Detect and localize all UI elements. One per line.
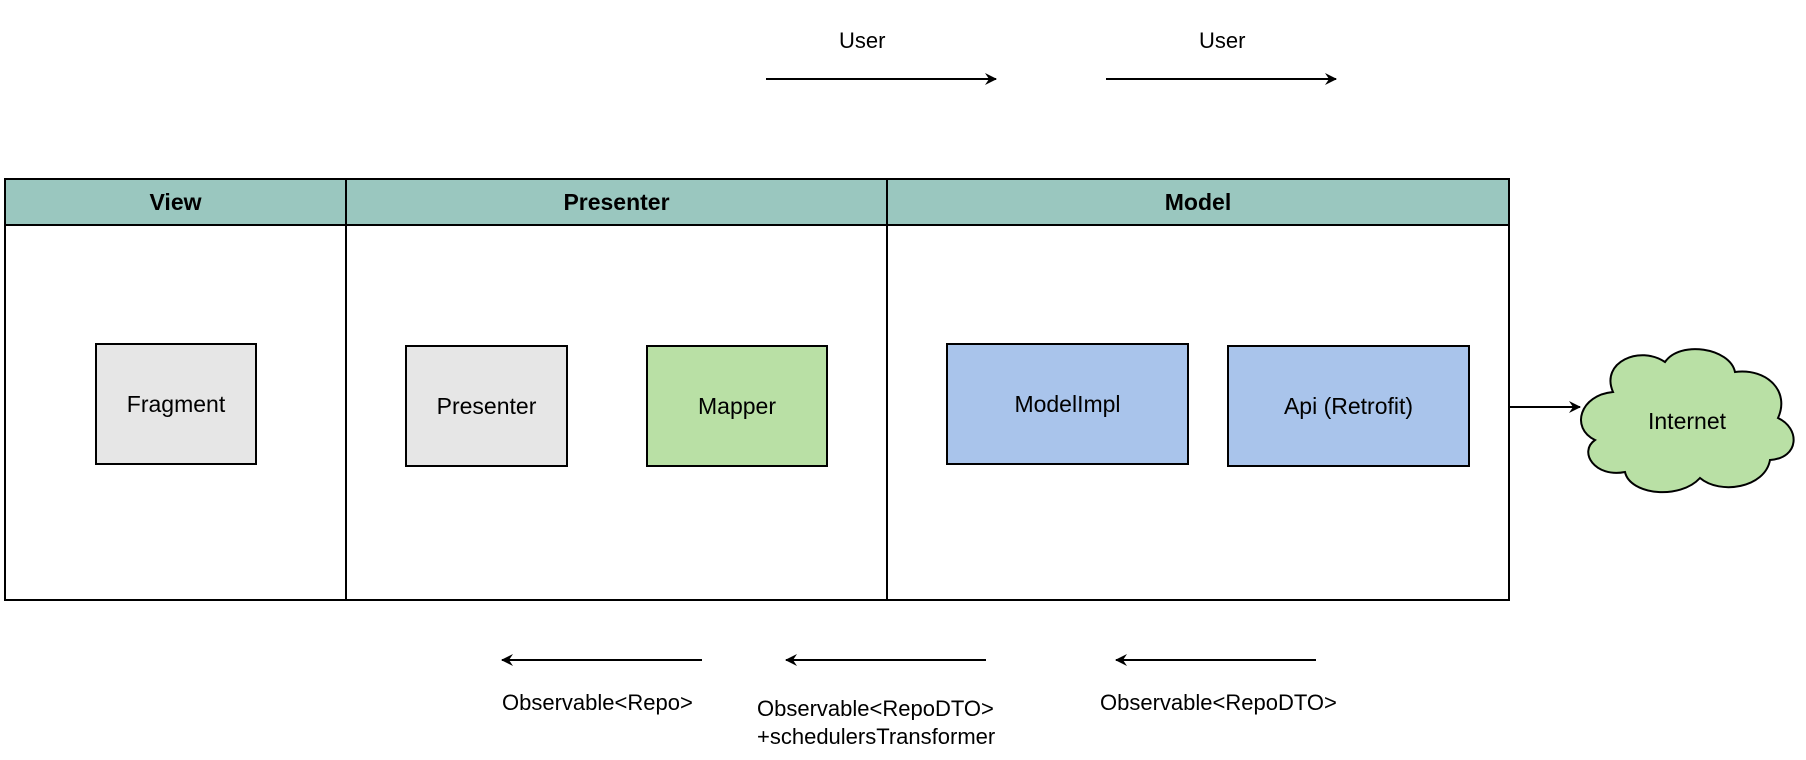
bottom-label-view: Observable<Repo> bbox=[502, 690, 693, 715]
bottom-label-presenter-1: Observable<RepoDTO> bbox=[757, 698, 994, 720]
mapper-label: Mapper bbox=[698, 392, 776, 419]
presenter-label: Presenter bbox=[436, 392, 537, 419]
presenter-node: Presenter bbox=[405, 345, 568, 467]
internet-cloud-shape bbox=[1580, 348, 1795, 494]
top-flow-label-1: User bbox=[839, 28, 886, 53]
bottom-label-model: Observable<RepoDTO> bbox=[1100, 690, 1337, 715]
lane-model-title: Model bbox=[888, 180, 1508, 226]
model-impl-label: ModelImpl bbox=[1014, 390, 1121, 417]
lane-presenter-title: Presenter bbox=[347, 180, 886, 226]
top-flow-label-2: User bbox=[1199, 28, 1246, 53]
lane-view-title: View bbox=[6, 180, 345, 226]
model-impl-node: ModelImpl bbox=[946, 343, 1189, 465]
mapper-node: Mapper bbox=[646, 345, 828, 467]
api-label: Api (Retrofit) bbox=[1283, 392, 1414, 419]
api-node: Api (Retrofit) bbox=[1227, 345, 1470, 467]
fragment-node: Fragment bbox=[95, 343, 257, 465]
internet-label: Internet bbox=[1648, 408, 1726, 434]
fragment-label: Fragment bbox=[126, 390, 226, 417]
bottom-label-presenter-2: +schedulersTransformer bbox=[757, 726, 996, 749]
